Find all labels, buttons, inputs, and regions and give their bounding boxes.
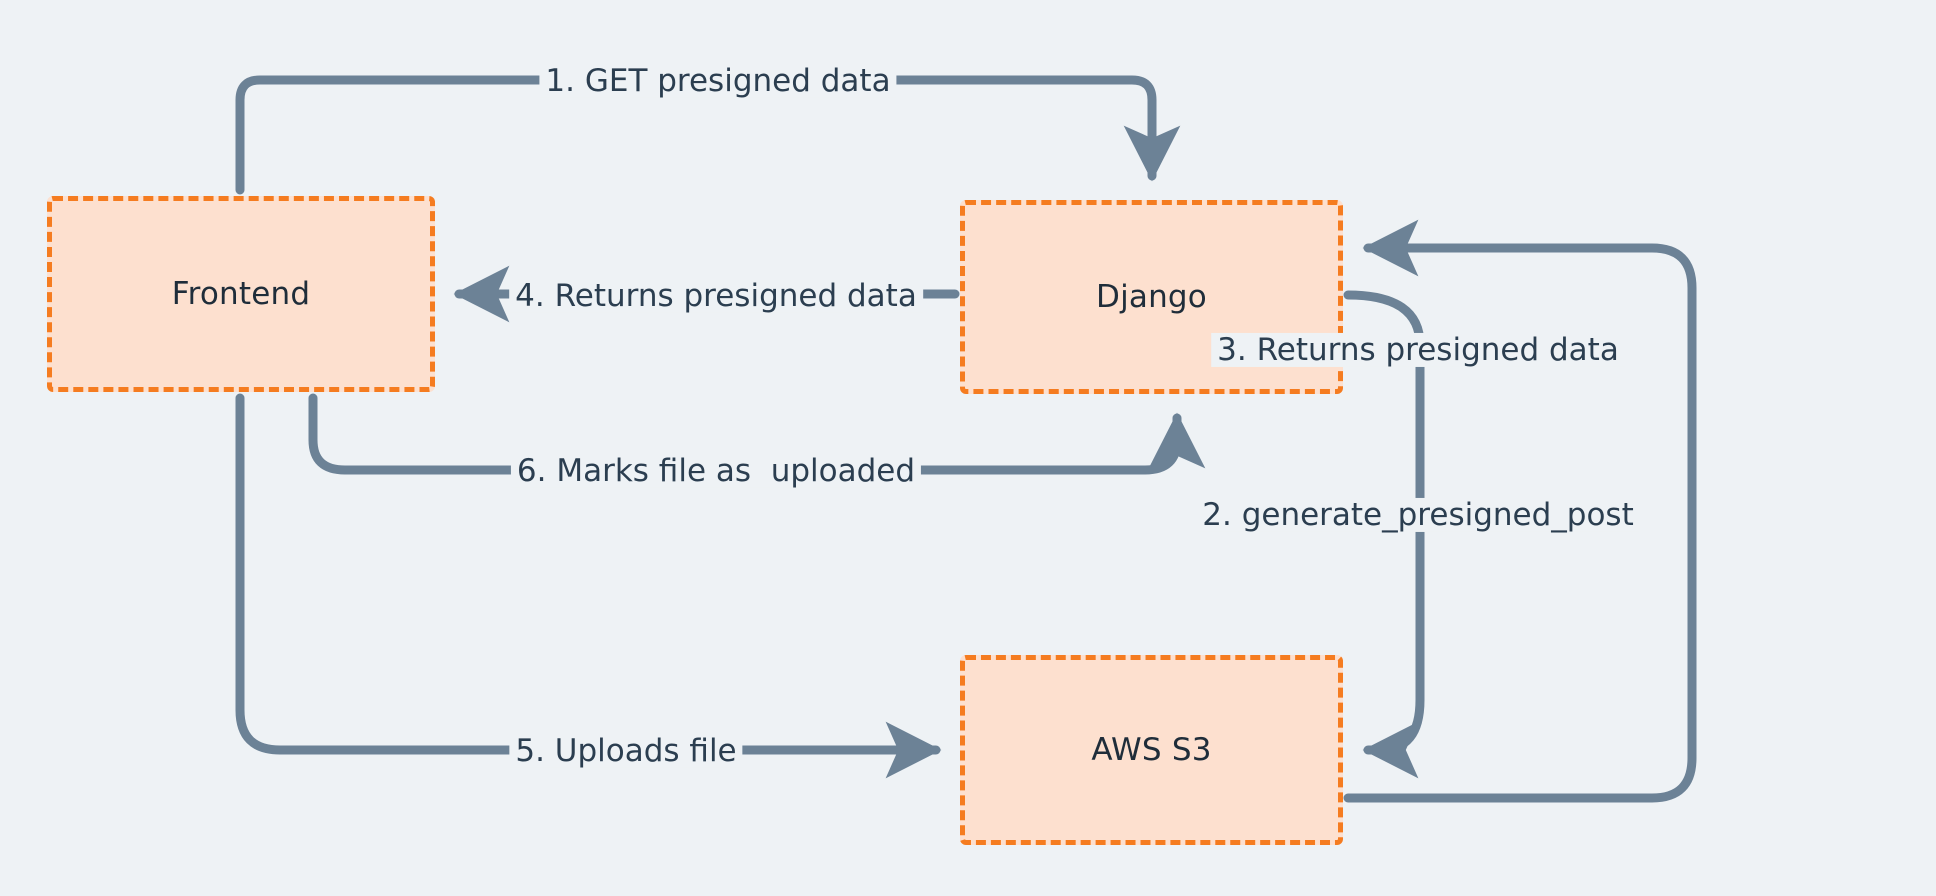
edge-3-path — [1343, 219, 1697, 803]
node-frontend[interactable]: Frontend — [47, 196, 435, 392]
edge-label-5: 5. Uploads file — [509, 734, 743, 768]
edge-label-1: 1. GET presigned data — [539, 64, 897, 98]
node-django-label: Django — [1096, 279, 1207, 315]
node-aws-s3-label: AWS S3 — [1091, 732, 1212, 768]
node-aws-s3[interactable]: AWS S3 — [960, 655, 1343, 845]
edge-5-path — [235, 393, 942, 779]
node-frontend-label: Frontend — [171, 276, 311, 312]
edge-label-2: 2. generate_presigned_post — [1196, 498, 1640, 532]
edge-label-4: 4. Returns presigned data — [509, 279, 923, 313]
edge-label-6: 6. Marks file as uploaded — [510, 454, 922, 488]
edge-label-3: 3. Returns presigned data — [1211, 333, 1625, 367]
